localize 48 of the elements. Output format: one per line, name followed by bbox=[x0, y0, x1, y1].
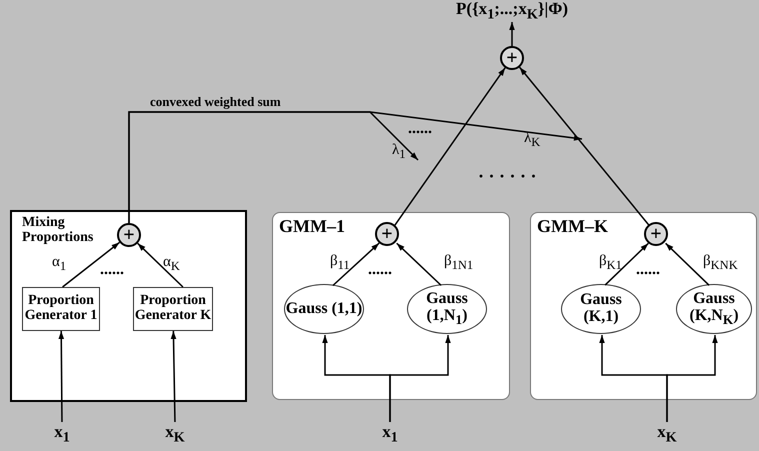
gmm-panel bbox=[272, 212, 510, 400]
gauss-ellipse: Gauss (1,N$_{1}$) bbox=[407, 284, 487, 334]
edge-label: β$_{KNK}$ bbox=[703, 254, 738, 272]
gmm-panel bbox=[530, 212, 757, 400]
arrow bbox=[128, 111, 582, 223]
arrow bbox=[170, 330, 176, 422]
panel-title: Mixing Proportions bbox=[22, 216, 94, 246]
sum-circle: + bbox=[500, 46, 524, 70]
arrow bbox=[137, 242, 184, 288]
sum-circle: + bbox=[375, 222, 399, 246]
edge-label: β$_{K1}$ bbox=[599, 254, 622, 272]
arrow bbox=[604, 242, 649, 286]
arrow bbox=[509, 22, 515, 46]
arrow bbox=[58, 331, 64, 422]
process-box: Proportion Generator 1 bbox=[22, 287, 100, 331]
variable-label: x$_{1}$ bbox=[376, 422, 404, 446]
process-box: Proportion Generator K bbox=[133, 287, 213, 331]
variable-label: x$_{K}$ bbox=[652, 422, 682, 446]
edge-label: β$_{11}$ bbox=[330, 254, 350, 272]
ellipsis: ...... bbox=[636, 262, 660, 278]
gauss-ellipse: Gauss (1,1) bbox=[284, 284, 364, 334]
variable-label: x$_{K}$ bbox=[160, 422, 190, 446]
edge-label: λ$_{1}$ bbox=[392, 143, 406, 160]
ellipsis: ...... bbox=[100, 262, 124, 278]
arrow bbox=[666, 335, 718, 422]
ellipsis: · · · · · · bbox=[478, 167, 537, 185]
arrow bbox=[665, 242, 710, 286]
arrow bbox=[389, 335, 451, 422]
arrow bbox=[519, 66, 650, 226]
variable-label: P({x$_{1}$;...;x$_{K}$}|Φ) bbox=[437, 0, 587, 22]
panel-title: GMM–1 bbox=[279, 217, 345, 236]
ellipsis: ...... bbox=[408, 121, 432, 137]
sum-circle: + bbox=[644, 222, 668, 246]
edge-label: α$_{K}$ bbox=[163, 255, 180, 272]
ellipsis: ...... bbox=[368, 262, 392, 278]
gauss-ellipse: Gauss (K,1) bbox=[561, 284, 641, 334]
arrow bbox=[332, 242, 380, 286]
mixing-panel bbox=[10, 210, 247, 402]
arrow bbox=[396, 242, 442, 286]
panel-title: GMM–K bbox=[537, 217, 608, 236]
line-label: convexed weighted sum bbox=[150, 95, 281, 108]
edge-label: β$_{1N1}$ bbox=[444, 254, 474, 272]
gauss-ellipse: Gauss (K,N$_{K}$) bbox=[676, 284, 752, 334]
arrow bbox=[394, 67, 506, 226]
edge-label: α$_{1}$ bbox=[52, 255, 66, 272]
arrow bbox=[62, 242, 120, 288]
variable-label: x$_{1}$ bbox=[48, 422, 76, 446]
sum-circle: + bbox=[117, 223, 141, 247]
